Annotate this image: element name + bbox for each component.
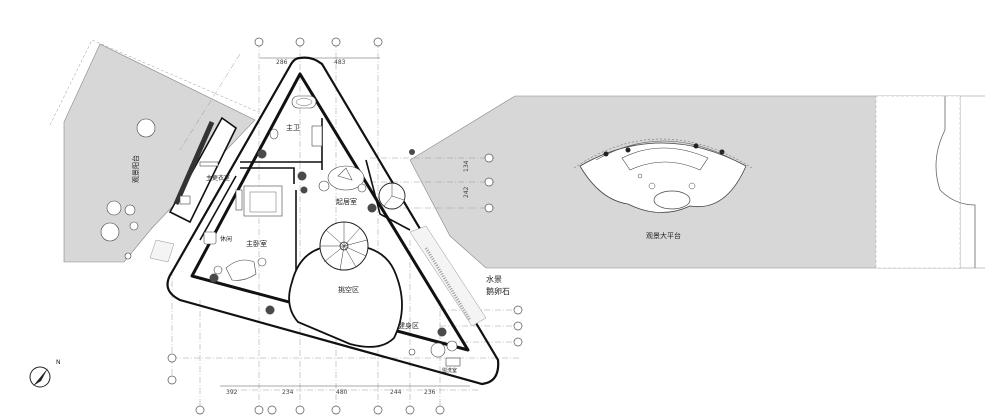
room-master-bath: 主卫: [286, 123, 300, 132]
compass: N: [29, 359, 61, 388]
axis-bubbles: [167, 37, 523, 415]
room-master-bedroom: 主卧室: [246, 239, 267, 248]
planters: [209, 149, 447, 337]
outer-wall: [166, 56, 500, 386]
terrace-furniture: [573, 138, 753, 213]
spiral-stair: [319, 221, 369, 271]
balcony-planter: [149, 239, 175, 263]
dim-bottom-1: 234: [282, 389, 294, 396]
room-master-closet: 主更衣室: [206, 174, 230, 182]
dim-bottom-3: 244: [390, 389, 402, 396]
balcony-outline: [49, 39, 259, 126]
dim-right-1: 242: [463, 186, 470, 198]
closet-band: [173, 120, 215, 206]
room-living-room: 起居室: [336, 197, 357, 206]
entry-stair: [378, 182, 406, 210]
dim-right-0: 134: [463, 160, 470, 172]
north-label: N: [56, 359, 61, 366]
terrace-end-arch: [935, 96, 976, 268]
dimension-labels: 286 483 392 234 480 244 236 134 242: [220, 57, 470, 396]
svg-text:286: 286: [276, 59, 288, 66]
room-small: 盥洗室: [442, 367, 457, 374]
terrace-label: 观景大平台: [646, 231, 681, 240]
balcony-label: 观景阳台: [131, 155, 140, 183]
balcony-area: [63, 43, 256, 263]
balcony-furniture: [100, 118, 156, 260]
room-void-area: 挑空区: [338, 285, 359, 294]
pebble-label: 鹅卵石: [486, 286, 510, 296]
dim-bottom-2: 480: [336, 389, 348, 396]
water-feature-strip: [409, 225, 487, 327]
furniture: [179, 95, 461, 367]
dim-bottom-4: 236: [424, 389, 436, 396]
dim-bottom-0: 392: [226, 389, 238, 396]
room-gym: 健身区: [398, 321, 419, 330]
north-arrow-icon: [33, 368, 48, 386]
room-lounge: 休闲: [220, 235, 232, 243]
terrace-end-zone: [875, 95, 961, 269]
terrace-end-line: [960, 95, 985, 269]
pebble-strip: [424, 247, 472, 321]
water-feature-label: 水景: [486, 274, 502, 284]
svg-text:483: 483: [334, 59, 346, 66]
